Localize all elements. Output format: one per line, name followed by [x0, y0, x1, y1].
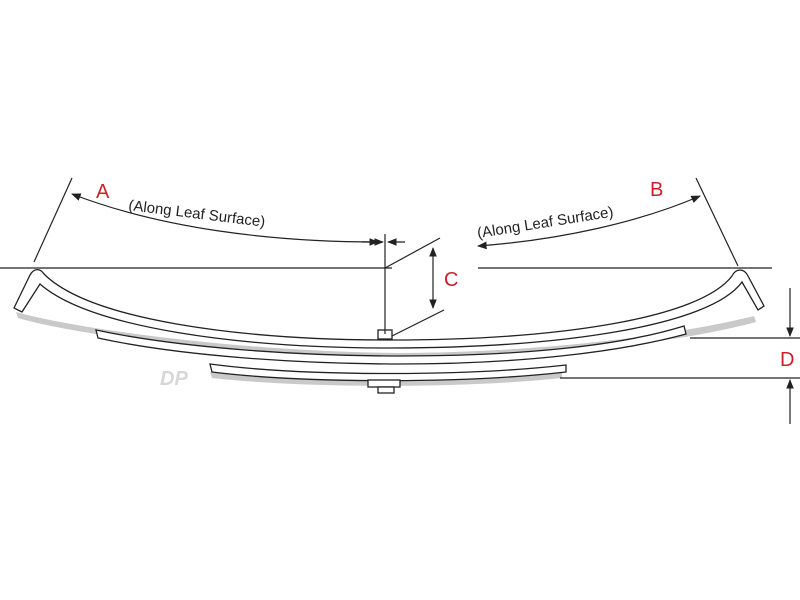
dimension-c [384, 237, 445, 337]
dimension-b [477, 177, 739, 267]
label-a-note: (Along Leaf Surface) [128, 197, 267, 231]
center-bolt [367, 329, 401, 394]
dimension-d [560, 288, 800, 424]
label-c: C [444, 269, 458, 291]
center-marker [362, 234, 405, 334]
label-b: B [650, 179, 663, 201]
main-leaf [13, 268, 765, 349]
dimension-a [33, 177, 379, 263]
watermark-logo: DP [160, 368, 188, 390]
third-leaf [209, 363, 567, 382]
label-b-note: (Along Leaf Surface) [476, 204, 615, 242]
label-d: D [780, 349, 794, 371]
label-a: A [96, 181, 110, 203]
second-leaf [95, 325, 687, 365]
